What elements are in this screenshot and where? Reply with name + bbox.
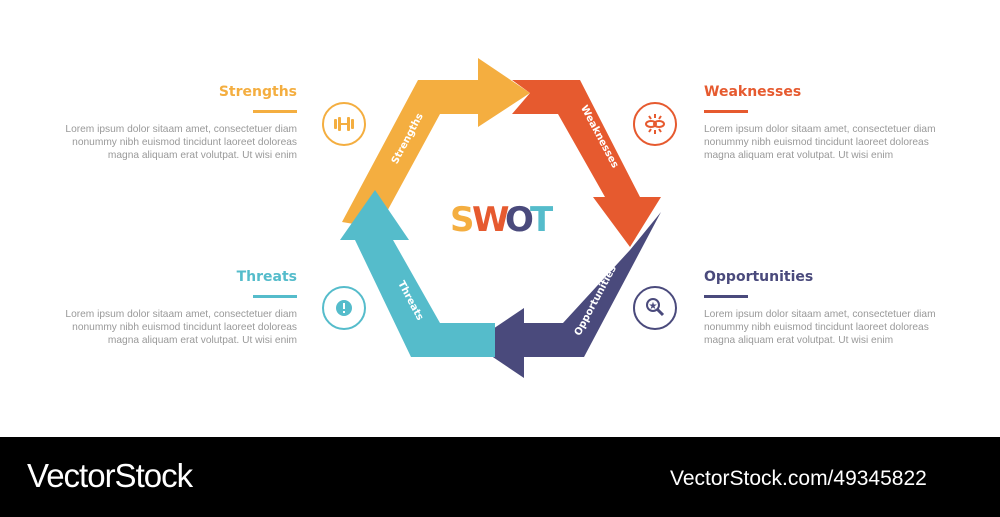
threats-arrow	[340, 190, 495, 357]
exclamation-icon	[322, 286, 366, 330]
broken-link-icon	[633, 102, 677, 146]
swot-letter-o: O	[505, 200, 534, 240]
opportunities-title: Opportunities	[704, 269, 814, 285]
strengths-block: Strengths Lorem ipsum dolor sitaam amet,…	[57, 84, 297, 162]
threats-divider	[253, 295, 297, 298]
swot-letter-s: S	[450, 200, 475, 240]
weaknesses-arrow	[512, 80, 661, 247]
strengths-divider	[253, 110, 297, 113]
opportunities-block: Opportunities Lorem ipsum dolor sitaam a…	[704, 269, 944, 347]
footer-image-id: VectorStock.com/49345822	[670, 467, 927, 490]
swot-letter-t: T	[530, 200, 554, 240]
strengths-arrow	[342, 58, 530, 228]
opportunities-arrow	[472, 212, 661, 378]
weaknesses-title: Weaknesses	[704, 84, 802, 100]
swot-letter-w: W	[472, 200, 510, 240]
weaknesses-description: Lorem ipsum dolor sitaam amet, consectet…	[704, 124, 936, 161]
strengths-description: Lorem ipsum dolor sitaam amet, consectet…	[65, 124, 297, 161]
swot-cycle-diagram: Strengths Weaknesses Opportunities Threa…	[340, 58, 661, 378]
dumbbell-icon	[322, 102, 366, 146]
threats-title: Threats	[236, 269, 297, 285]
magnifier-star-icon: ★	[633, 286, 677, 330]
footer-banner: VectorStock VectorStock.com/49345822	[0, 437, 1000, 517]
footer-logo: VectorStock	[27, 457, 193, 494]
weaknesses-divider	[704, 110, 748, 113]
opportunities-description: Lorem ipsum dolor sitaam amet, consectet…	[704, 309, 936, 346]
opportunities-divider	[704, 295, 748, 298]
swot-title: S W O T	[450, 200, 554, 240]
svg-text:★: ★	[649, 301, 658, 312]
weaknesses-block: Weaknesses Lorem ipsum dolor sitaam amet…	[704, 84, 944, 162]
threats-description: Lorem ipsum dolor sitaam amet, consectet…	[65, 309, 297, 346]
threats-block: Threats Lorem ipsum dolor sitaam amet, c…	[57, 269, 297, 347]
strengths-title: Strengths	[218, 84, 297, 100]
